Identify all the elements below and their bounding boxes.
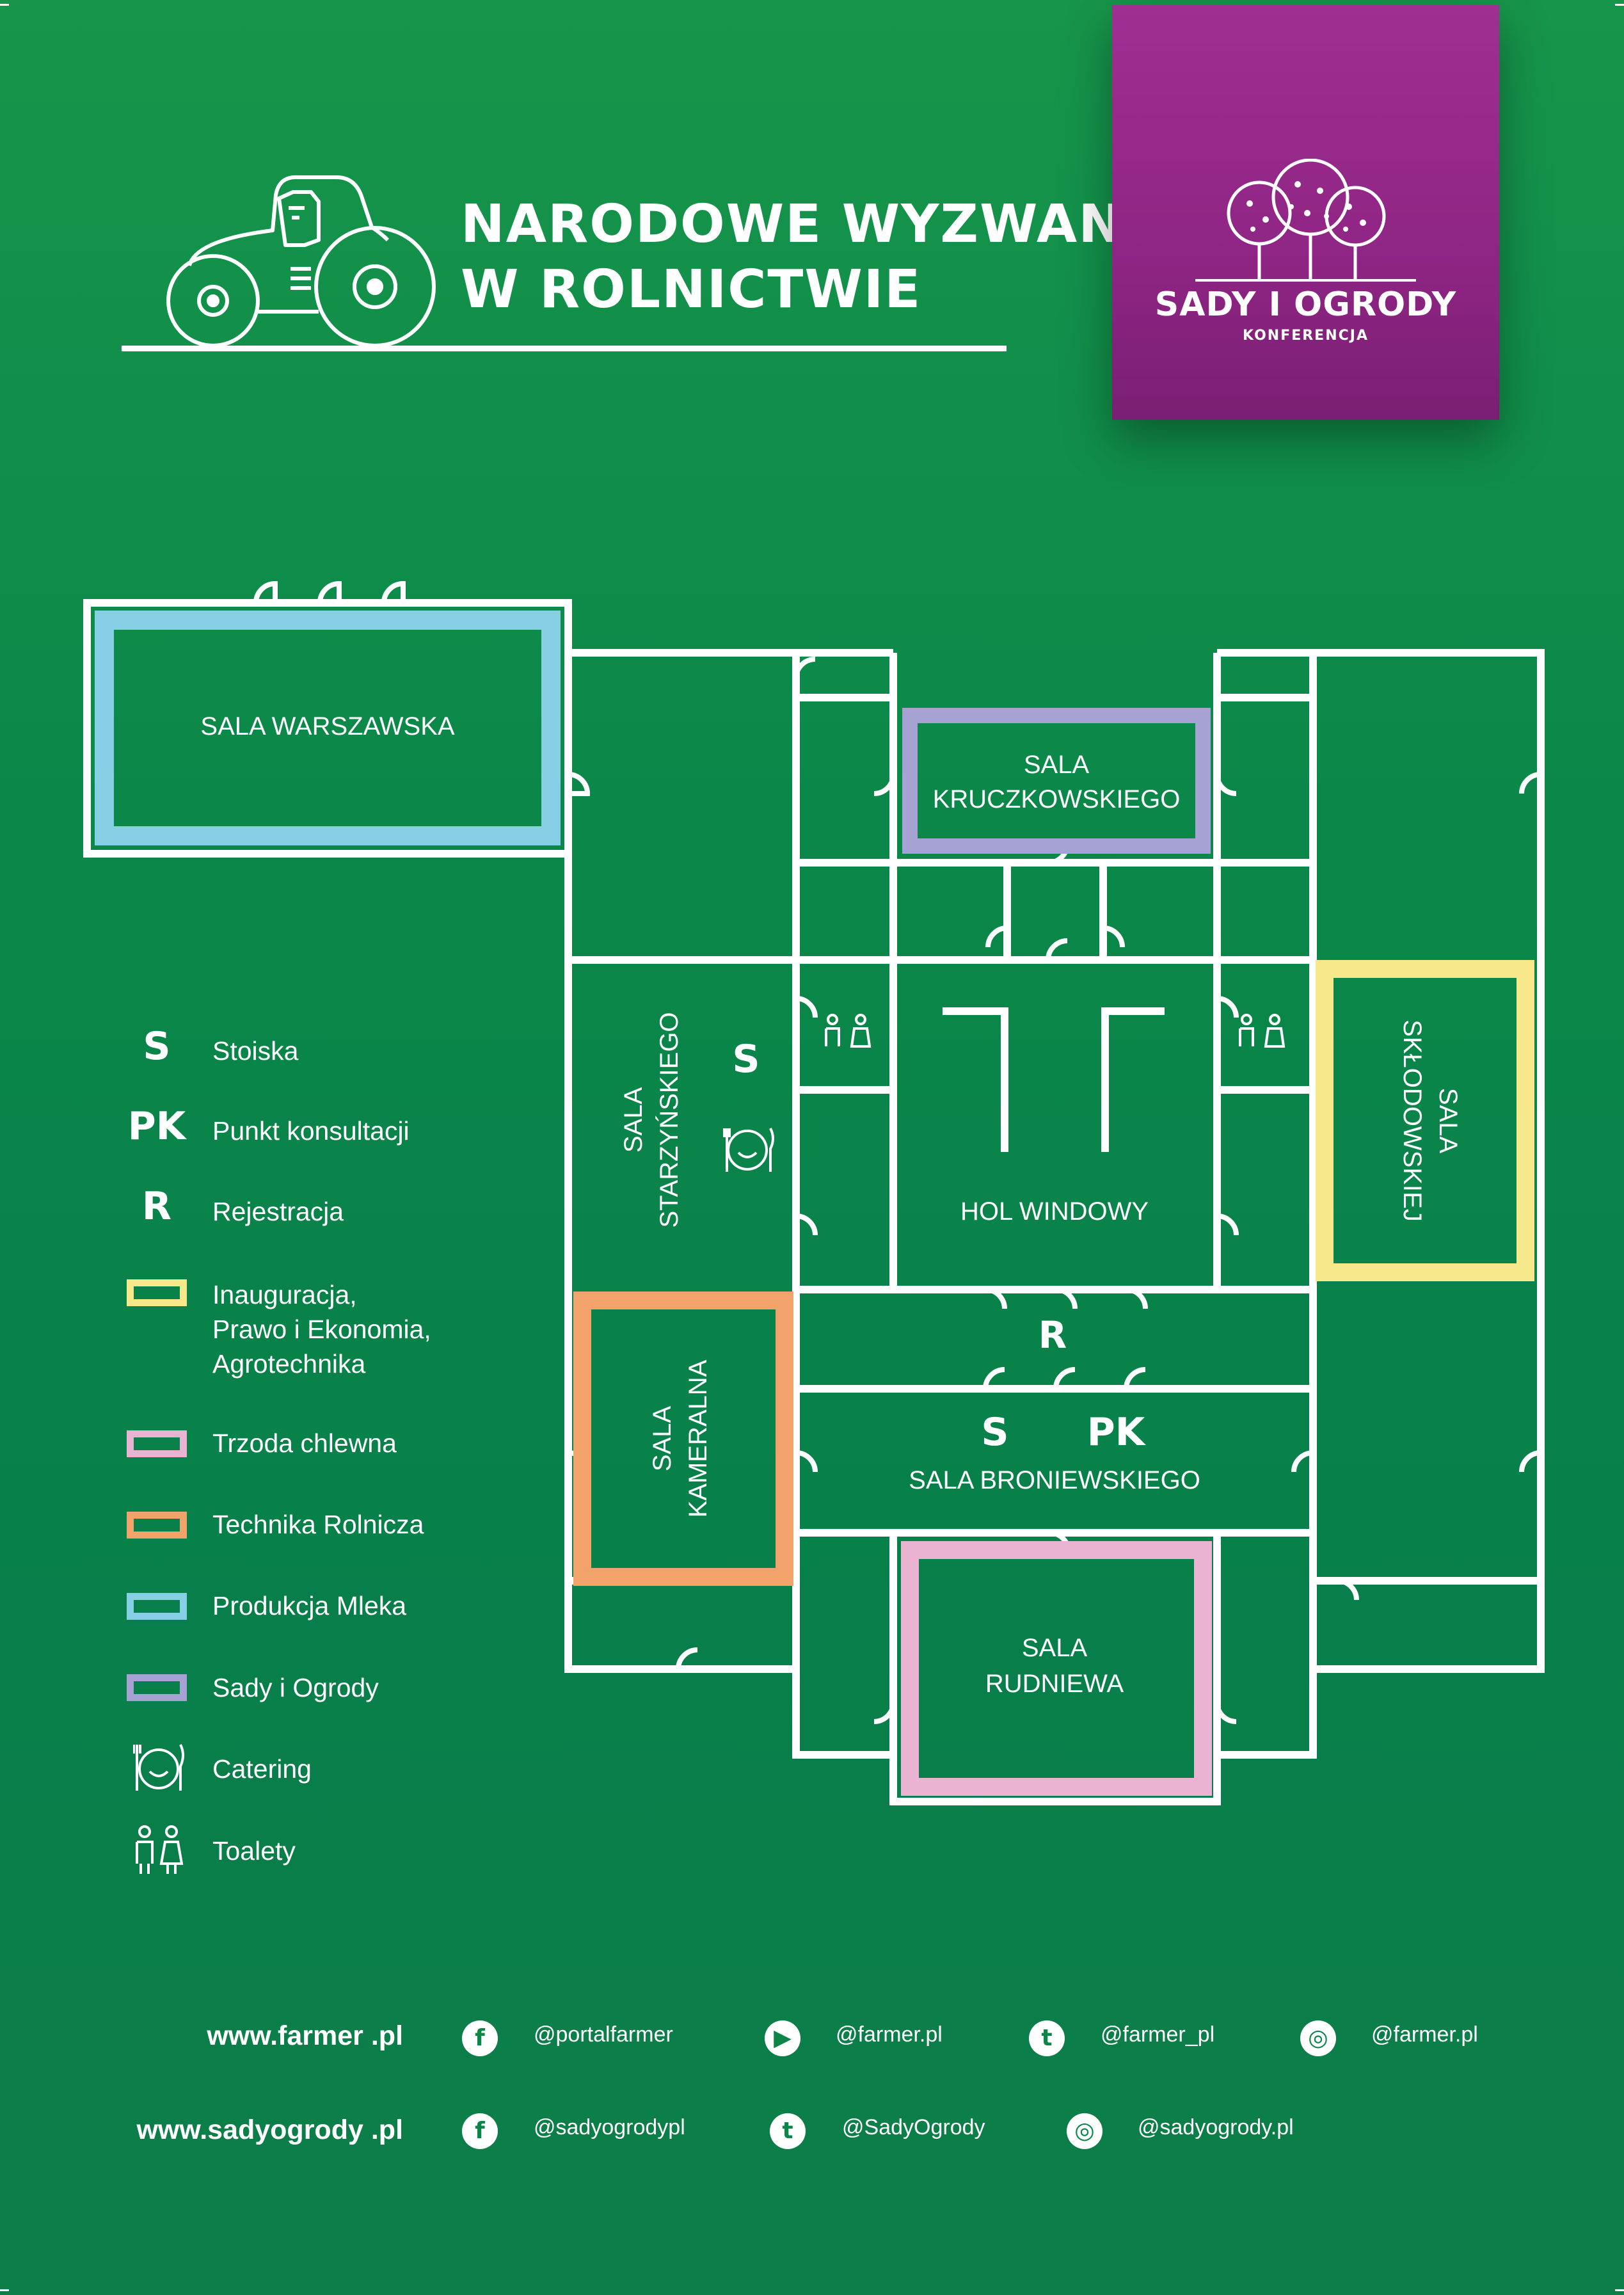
facebook-icon[interactable]: f bbox=[462, 2020, 498, 2056]
room-warszawska-outline bbox=[95, 611, 561, 845]
legend-trzoda-label: Trzoda chlewna bbox=[212, 1428, 397, 1458]
room-broniewskiego-label: SALA BRONIEWSKIEGO bbox=[909, 1466, 1200, 1494]
trees-icon bbox=[1227, 159, 1386, 280]
legend-stoiska-symbol: S bbox=[143, 1024, 171, 1069]
legend-mleko-swatch bbox=[127, 1593, 187, 1620]
footer-farmer-twitter[interactable]: @farmer_pl bbox=[1101, 2022, 1215, 2047]
crop-mark bbox=[1615, 4, 1624, 6]
crop-mark bbox=[0, 2289, 9, 2291]
legend-catering-label: Catering bbox=[212, 1754, 312, 1784]
legend-inauguracja-label-3: Agrotechnika bbox=[212, 1349, 366, 1379]
legend-inauguracja-label-1: Inauguracja, bbox=[212, 1280, 357, 1309]
footer-sady-url[interactable]: www.sadyogrody .pl bbox=[136, 2115, 403, 2145]
crop-mark bbox=[0, 4, 9, 6]
footer-sady-instagram[interactable]: @sadyogrody.pl bbox=[1138, 2115, 1294, 2139]
legend-konsultacje-label: Punkt konsultacji bbox=[212, 1116, 410, 1146]
room-rudniewa-label-1: SALA bbox=[1022, 1634, 1088, 1662]
map-rejestracja-symbol: R bbox=[1039, 1313, 1067, 1357]
instagram-icon[interactable]: ◎ bbox=[1300, 2020, 1336, 2056]
legend-inauguracja-swatch bbox=[127, 1279, 187, 1306]
room-rudniewa-outline bbox=[901, 1541, 1212, 1796]
toilet-icon bbox=[825, 1014, 872, 1048]
legend-rejestracja-symbol: R bbox=[141, 1184, 172, 1229]
legend-trzoda-swatch bbox=[127, 1430, 187, 1457]
title-line-2: W ROLNICTWIE bbox=[461, 259, 922, 320]
map-stoiska-symbol: S bbox=[732, 1037, 760, 1082]
legend-konsultacje-symbol: PK bbox=[127, 1104, 186, 1149]
door-markers bbox=[253, 580, 1541, 1724]
legend-mleko-label: Produkcja Mleka bbox=[212, 1591, 407, 1620]
room-starzynskiego-label-2: STARZYŃSKIEGO bbox=[655, 1012, 683, 1227]
room-rudniewa-label-2: RUDNIEWA bbox=[985, 1670, 1124, 1698]
footer-farmer-facebook[interactable]: @portalfarmer bbox=[534, 2022, 673, 2047]
page-title: NARODOWE WYZWANIA W ROLNICTWIE bbox=[461, 192, 1186, 323]
brand-logo-box: SADY I OGRODY KONFERENCJA bbox=[1112, 5, 1499, 420]
twitter-icon[interactable]: t bbox=[770, 2113, 806, 2149]
youtube-icon[interactable]: ▶ bbox=[765, 2020, 800, 2056]
room-hol-label: HOL WINDOWY bbox=[960, 1197, 1149, 1226]
title-line-1: NARODOWE WYZWANIA bbox=[461, 194, 1186, 255]
brand-subtitle: KONFERENCJA bbox=[1243, 328, 1369, 344]
room-starzynskiego-label-1: SALA bbox=[619, 1087, 648, 1153]
footer-farmer-youtube[interactable]: @farmer.pl bbox=[836, 2022, 943, 2047]
brand-divider bbox=[1195, 279, 1416, 282]
legend-rejestracja-label: Rejestracja bbox=[212, 1197, 344, 1226]
map-konsultacje-symbol: PK bbox=[1087, 1410, 1147, 1455]
map-stoiska-symbol-2: S bbox=[981, 1410, 1008, 1455]
footer-farmer-url[interactable]: www.farmer .pl bbox=[207, 2020, 403, 2051]
twitter-icon[interactable]: t bbox=[1029, 2020, 1065, 2056]
footer-sady-facebook[interactable]: @sadyogrodypl bbox=[534, 2115, 685, 2139]
tractor-icon bbox=[166, 175, 436, 348]
footer-farmer-instagram[interactable]: @farmer.pl bbox=[1371, 2022, 1478, 2047]
room-kruczkowskiego-label-1: SALA bbox=[1024, 751, 1090, 779]
room-warszawska-label: SALA WARSZAWSKA bbox=[200, 712, 454, 740]
legend-sady-label: Sady i Ogrody bbox=[212, 1673, 379, 1702]
room-kameralna-label-2: KAMERALNA bbox=[684, 1359, 712, 1517]
legend-toilet-icon bbox=[136, 1825, 184, 1874]
legend-sady-swatch bbox=[127, 1674, 187, 1701]
legend-toilet-label: Toalety bbox=[212, 1836, 296, 1866]
room-sklodowskiej-label-2: SKŁODOWSKIEJ bbox=[1398, 1020, 1426, 1222]
crop-mark bbox=[1615, 2289, 1624, 2291]
toilet-icon bbox=[1239, 1014, 1286, 1048]
legend-technika-swatch bbox=[127, 1512, 187, 1539]
legend-catering-icon bbox=[133, 1744, 184, 1791]
title-underline bbox=[122, 346, 1007, 351]
room-kameralna-outline bbox=[573, 1291, 793, 1586]
facebook-icon[interactable]: f bbox=[462, 2113, 498, 2149]
footer-sady-twitter[interactable]: @SadyOgrody bbox=[842, 2115, 985, 2139]
legend-stoiska-label: Stoiska bbox=[212, 1036, 299, 1066]
room-kruczkowskiego-label-2: KRUCZKOWSKIEGO bbox=[933, 785, 1181, 813]
catering-icon bbox=[723, 1128, 774, 1172]
instagram-icon[interactable]: ◎ bbox=[1067, 2113, 1103, 2149]
legend-technika-label: Technika Rolnicza bbox=[212, 1510, 424, 1539]
legend-inauguracja-label-2: Prawo i Ekonomia, bbox=[212, 1315, 431, 1344]
room-sklodowskiej-label-1: SALA bbox=[1434, 1088, 1462, 1154]
room-kruczkowskiego-outline bbox=[902, 708, 1211, 854]
room-kameralna-label-1: SALA bbox=[648, 1406, 676, 1472]
brand-name: SADY I OGRODY bbox=[1154, 285, 1457, 324]
room-sklodowskiej-outline bbox=[1316, 960, 1534, 1281]
